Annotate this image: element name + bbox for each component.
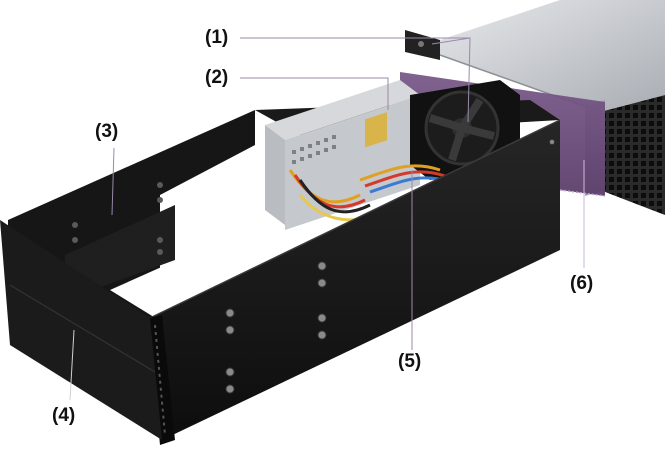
tray-floor-opening [110,232,320,330]
psu-unit-icon [265,80,420,230]
leader-line-3 [111,147,115,216]
tray-screws-left [72,182,163,255]
tray-front-edge [148,315,175,445]
leader-line-1b [431,37,471,45]
callout-label-5: (5) [398,351,422,372]
tray-front-face [150,120,560,440]
tray-screws-front [225,139,555,394]
callout-label-2: (2) [205,67,229,88]
callout-label-4: (4) [52,405,76,426]
tray-inner-left [65,205,175,300]
rack-ear-icon [405,30,440,60]
leader-line-2 [240,77,389,110]
leader-lines [69,37,585,401]
purple-rail-panel [400,72,605,196]
callout-label-6: (6) [570,273,594,294]
callout-label-3: (3) [95,121,119,142]
leader-line-4 [69,329,75,401]
tray-left-front-panel [0,220,162,440]
callout-label-1: (1) [205,27,229,48]
tray-perforation [154,324,166,436]
cooling-fan-icon [410,80,520,180]
cable-bundle-icon [288,164,451,222]
rail-dotted-edge [559,189,606,197]
